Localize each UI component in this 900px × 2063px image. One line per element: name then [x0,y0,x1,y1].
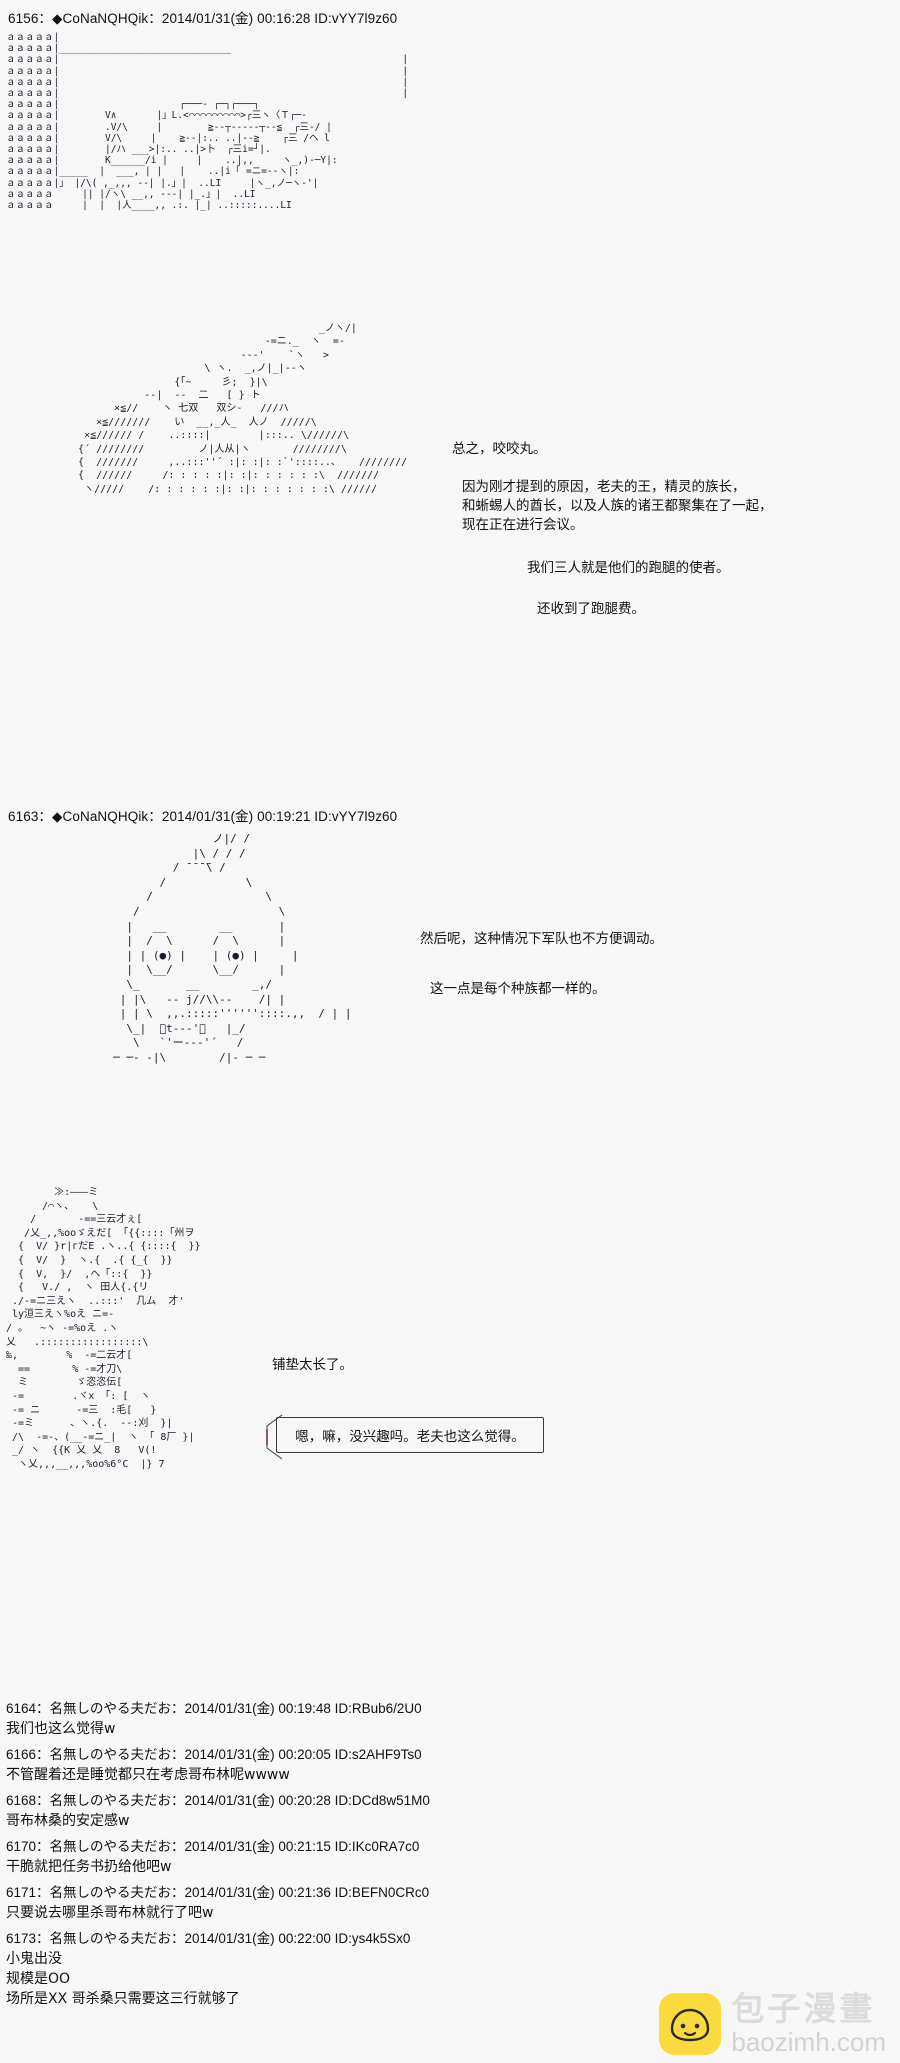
reply-body: 小鬼出没 规模是OO 场所是XX 哥杀桑只需要这三行就够了 [6,1951,240,2007]
reply-header: 6166：名無しのやる夫だお：2014/01/31(金) 00:20:05 ID… [6,1747,422,1762]
reply-6166: 6166：名無しのやる夫だお：2014/01/31(金) 00:20:05 ID… [6,1745,422,1785]
watermark-cn: 包子漫畫 [731,1989,876,2028]
reply-6168: 6168：名無しのやる夫だお：2014/01/31(金) 00:20:28 ID… [6,1791,430,1831]
reply-body: 干脆就把任务书扔给他吧w [6,1859,172,1875]
ascii-art-frame-top: ａａａａａ| ａａａａａ|___________________________… [6,32,409,212]
reply-6171: 6171：名無しのやる夫だお：2014/01/31(金) 00:21:36 ID… [6,1883,429,1923]
reply-body: 只要说去哪里杀哥布林就行了吧w [6,1905,214,1921]
reply-body: 我们也这么觉得w [6,1721,116,1737]
reply-body: 哥布林桑的安定感w [6,1813,130,1829]
dialogue-line-4: 现在正在进行会议。 [462,517,584,533]
dialogue-line-3: 和蜥蜴人的酋长，以及人族的诸王都聚集在了一起， [462,498,773,514]
ascii-art-character-hobgoblin: _ノヽ/| -=ニ._ ヽ =- --‐' `ヽ > \ ヽ. _,ノ|_|-‐… [78,323,408,495]
watermark-en: baozimh.com [731,2027,886,2057]
bun-glyph-icon [671,2008,710,2041]
speech-bubble-text: 嗯，嘛，没兴趣吗。老夫也这么觉得。 [295,1429,525,1445]
reply-body: 不管醒着还是睡觉都只在考虑哥布林呢wwww [6,1767,290,1783]
post-header-6163: 6163：◆CoNaNQHQik：2014/01/31(金) 00:19:21 … [8,809,398,824]
reply-6170: 6170：名無しのやる夫だお：2014/01/31(金) 00:21:15 ID… [6,1837,419,1877]
watermark-text: 包子漫畫 baozimh.com [731,1992,886,2055]
baozimh-logo-icon [659,1992,722,2055]
reply-header: 6170：名無しのやる夫だお：2014/01/31(金) 00:21:15 ID… [6,1839,420,1854]
reply-header: 6168：名無しのやる夫だお：2014/01/31(金) 00:20:28 ID… [6,1793,430,1808]
ascii-art-character-elder: ノ|/ / |\ / / / / ̄ ̄ ̄ ̄\ / / \ / \ / \ … [113,832,352,1064]
reply-header: 6173：名無しのやる夫だお：2014/01/31(金) 00:22:00 ID… [6,1931,411,1946]
speech-bubble: 嗯，嘛，没兴趣吗。老夫也这么觉得。 [276,1417,544,1453]
reply-header: 6164：名無しのやる夫だお：2014/01/31(金) 00:19:48 ID… [6,1701,422,1716]
dialogue-line-5: 我们三人就是他们的跑腿的使者。 [527,560,730,576]
dialogue-line-6: 还收到了跑腿费。 [537,601,645,617]
dialogue-line-7: 然后呢，这种情况下军队也不方便调动。 [420,931,663,947]
post-header-6156: 6156：◆CoNaNQHQik：2014/01/31(金) 00:16:28 … [8,11,398,26]
dialogue-line-1: 总之，咬咬丸。 [452,441,547,457]
narration-line: 铺垫太长了。 [272,1357,353,1373]
speech-bubble-tail-icon [262,1412,288,1460]
site-watermark: 包子漫畫 baozimh.com [659,1992,886,2055]
ascii-art-character-dragon: ≫:―――ミ /⌒ヽ、 \ / -==三云才ぇ[ /乂_,,%ooゞえだ[ 「{… [6,1187,201,1470]
reply-6173: 6173：名無しのやる夫だお：2014/01/31(金) 00:22:00 ID… [6,1929,410,2009]
dialogue-line-8: 这一点是每个种族都一样的。 [430,981,606,997]
reply-header: 6171：名無しのやる夫だお：2014/01/31(金) 00:21:36 ID… [6,1885,430,1900]
reply-6164: 6164：名無しのやる夫だお：2014/01/31(金) 00:19:48 ID… [6,1699,422,1739]
dialogue-line-2: 因为刚才提到的原因，老夫的王，精灵的族长， [462,479,746,495]
